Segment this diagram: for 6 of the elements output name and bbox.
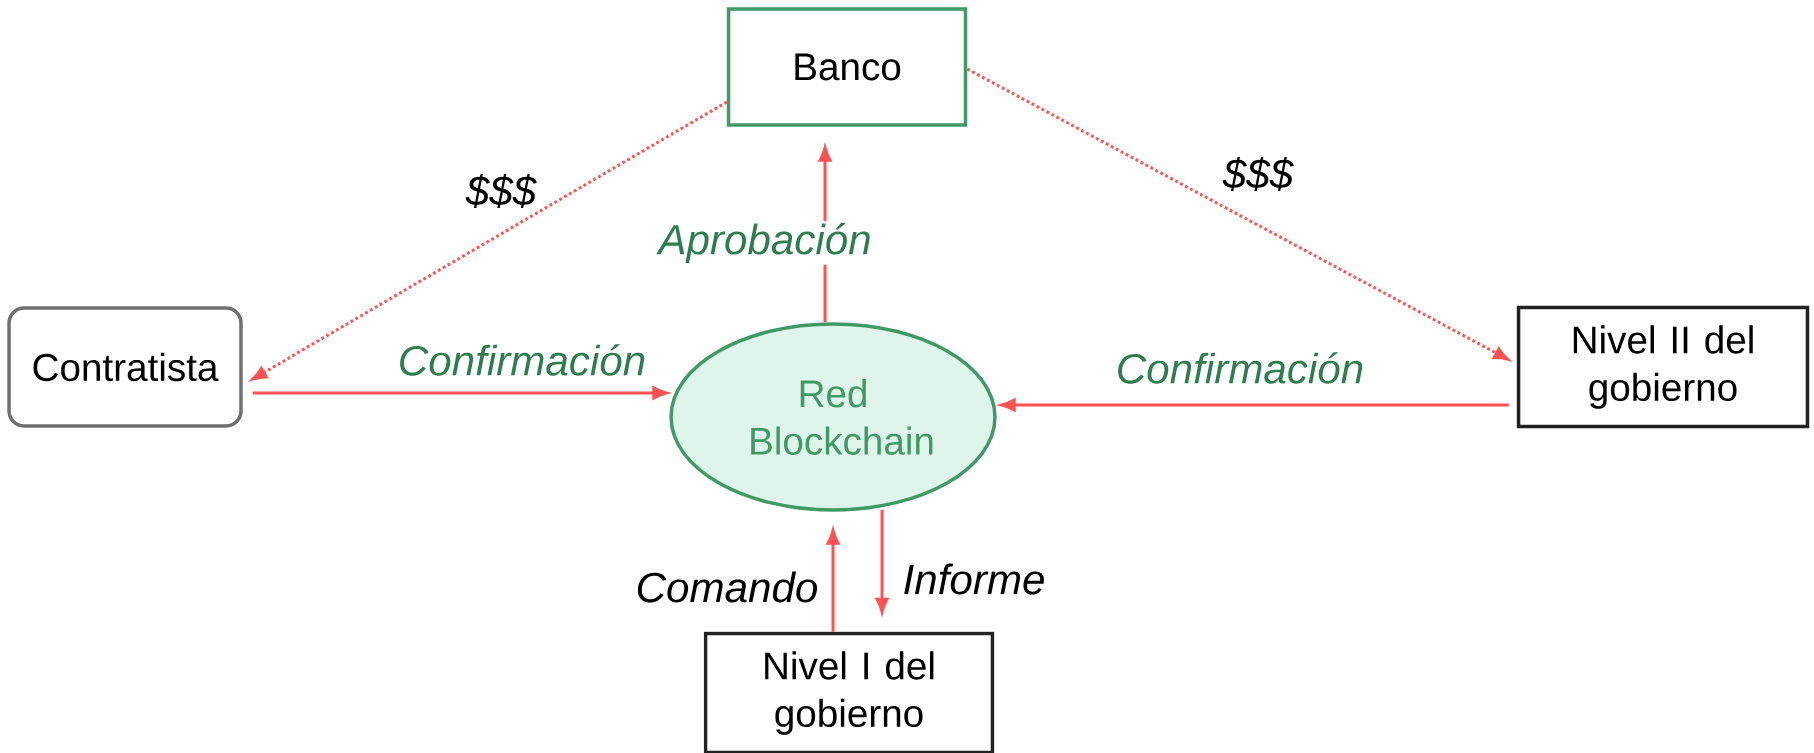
edge-label: Comando bbox=[633, 569, 821, 605]
process-box: Nivel II del gobierno bbox=[1516, 305, 1810, 429]
rounded-box: Contratista bbox=[7, 306, 243, 428]
process-box: Nivel I del gobierno bbox=[703, 631, 995, 753]
process-box: Banco bbox=[726, 7, 968, 127]
edge-label: Informe bbox=[900, 561, 1048, 597]
